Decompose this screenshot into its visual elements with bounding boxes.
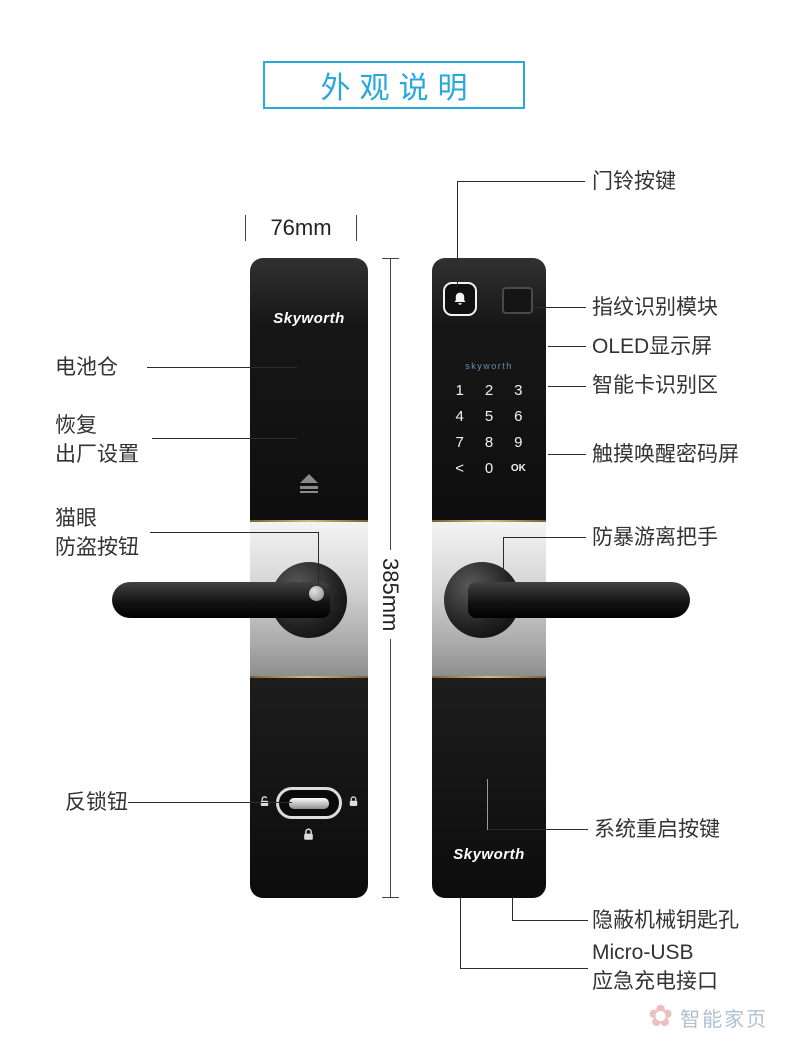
battery-cover-eject-icon [250,474,368,493]
leader-line-deadbolt [128,802,292,803]
dimension-tick [382,258,399,259]
key-7: 7 [455,434,464,451]
label-touch-wake: 触摸唤醒密码屏 [592,443,739,466]
leader-line-touchscreen [548,454,586,455]
label-hidden-keyhole: 隐蔽机械钥匙孔 [592,909,739,932]
interior-brand-logo: Skyworth [273,310,345,327]
key-9: 9 [514,434,523,451]
deadbolt-grip [289,797,329,809]
label-factory-reset-line1: 恢复 [55,414,97,437]
leader-line-reset [152,438,297,439]
label-peephole: 猫眼 防盗按钮 [55,504,139,562]
label-factory-reset-line2: 出厂设置 [55,443,139,466]
key-8: 8 [484,434,494,451]
closed-padlock-icon [349,796,358,807]
eject-triangle [300,474,318,483]
eject-bar [300,491,318,493]
width-dimension-label: 76mm [270,215,332,240]
label-fingerprint: 指纹识别模块 [592,296,718,319]
leader-line-peephole [150,532,319,533]
gold-trim [250,676,368,678]
leader-line-handle [503,537,504,572]
deadbolt-knob [276,787,342,819]
key-0: 0 [484,460,494,477]
key-1: 1 [455,382,464,399]
bell-icon [454,292,466,305]
key-ok: OK [510,463,526,474]
leader-line-usb [460,897,461,969]
exterior-handle [468,582,690,618]
leader-line-battery [147,367,297,368]
interior-handle [112,582,330,618]
interior-lock: Skyworth [250,258,368,898]
width-dimension: 76mm [245,213,357,243]
leader-line-doorbell [457,181,585,182]
label-smartcard: 智能卡识别区 [592,374,718,397]
key-4: 4 [455,408,464,425]
gold-trim [250,520,368,522]
leader-line-oled [548,346,586,347]
lock-status-icon [304,828,313,840]
key-3: 3 [514,382,523,399]
leader-line-usb [460,968,588,969]
exterior-lock: skyworth 1 2 3 4 5 6 7 8 9 < 0 OK Skywor… [432,258,546,898]
doorbell-button [443,282,477,316]
exterior-lock-bottom-panel [432,678,546,898]
leader-line-keyhole [512,897,513,921]
label-antiviolence-handle: 防暴游离把手 [592,526,718,549]
label-factory-reset: 恢复 出厂设置 [55,411,139,469]
label-oled: OLED显示屏 [592,335,713,358]
label-doorbell: 门铃按键 [592,170,676,193]
gold-trim [432,676,546,678]
watermark-text: 智能家页 [680,1008,769,1031]
label-deadbolt: 反锁钮 [65,791,128,814]
key-6: 6 [514,408,523,425]
dimension-tick [245,215,246,241]
title-box: 外观说明 [263,61,525,109]
label-usb-line2: 应急充电接口 [592,970,718,993]
leader-line-restart [487,829,588,830]
keypad: 1 2 3 4 5 6 7 8 9 < 0 OK [445,382,533,477]
height-dimension-label: 385mm [376,550,404,640]
leader-line-handle [503,537,586,538]
exterior-brand-logo: Skyworth [453,846,525,863]
gold-trim [432,520,546,522]
key-5: 5 [484,408,494,425]
dimension-tick [356,215,357,241]
label-usb: Micro-USB 应急充电接口 [592,938,718,996]
flower-icon: ✿ [648,1000,674,1033]
key-2: 2 [484,382,494,399]
leader-line-doorbell [457,181,458,287]
label-peephole-line2: 防盗按钮 [55,536,139,559]
fingerprint-sensor [502,287,533,314]
leader-line-restart [487,779,488,830]
label-battery: 电池仓 [55,356,118,379]
page-title: 外观说明 [320,72,477,105]
eject-bar [300,486,318,489]
dimension-tick [382,897,399,898]
exterior-brand-small: skyworth [465,361,513,371]
watermark: ✿ 智能家页 [648,1002,768,1032]
leader-line-peephole [318,532,319,585]
leader-line-keyhole [512,920,588,921]
label-usb-line1: Micro-USB [592,941,694,964]
leader-line-smartcard [548,386,586,387]
leader-line-fingerprint [534,307,586,308]
key-back: < [455,460,465,477]
label-system-restart: 系统重启按键 [594,818,720,841]
peephole-antitheft-button [309,586,324,601]
label-peephole-line1: 猫眼 [55,507,97,530]
